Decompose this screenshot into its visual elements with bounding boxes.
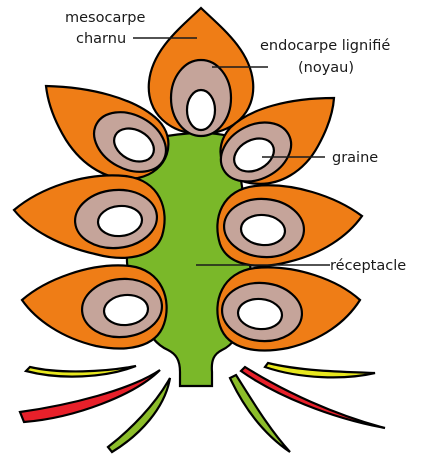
sepal-yellow-right bbox=[265, 363, 375, 377]
drupelet-right-3 bbox=[217, 267, 360, 350]
label-mesocarp-line2: charnu bbox=[76, 31, 126, 47]
label-seed: graine bbox=[332, 150, 378, 166]
drupelet-top bbox=[149, 8, 254, 136]
drupelet-right-2 bbox=[217, 185, 362, 265]
seed-top bbox=[187, 90, 215, 130]
sepal-red-left bbox=[20, 370, 160, 422]
label-endocarp-line2: (noyau) bbox=[298, 60, 354, 76]
drupelet-left-2 bbox=[14, 175, 165, 257]
label-mesocarp-line1: mesocarpe bbox=[65, 10, 145, 26]
label-receptacle: réceptacle bbox=[330, 258, 406, 274]
label-endocarp-line1: endocarpe lignifié bbox=[260, 38, 390, 54]
sepal-yellow-left bbox=[26, 366, 136, 377]
drupelet-left-3 bbox=[22, 265, 167, 348]
